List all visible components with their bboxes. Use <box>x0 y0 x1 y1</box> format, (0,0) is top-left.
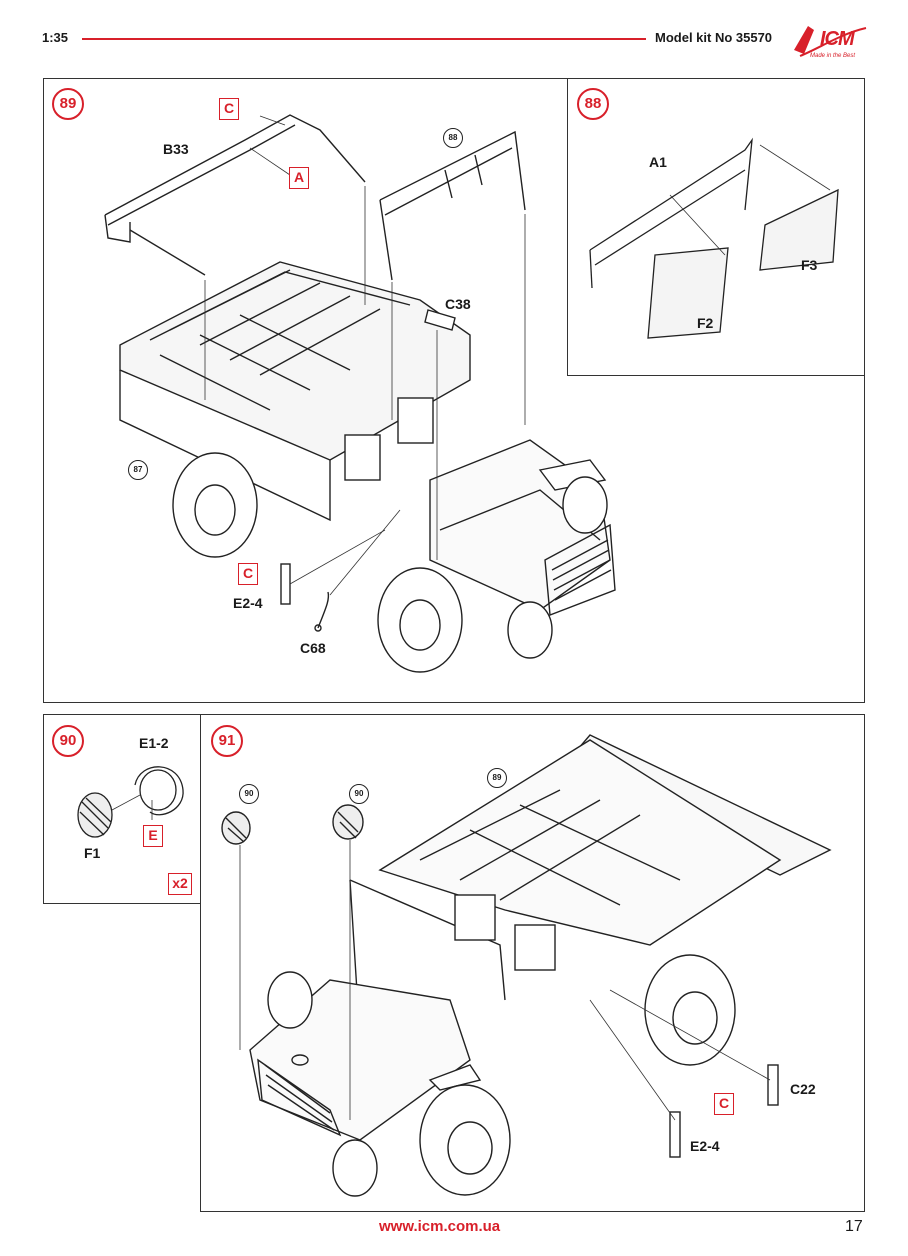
color-ref-box-e: E <box>143 825 163 847</box>
quantity-box-x2: x2 <box>168 873 192 895</box>
kit-number: Model kit No 35570 <box>655 30 773 45</box>
header-rule <box>82 38 646 40</box>
icm-logo: ICM Made in the Best <box>790 20 870 68</box>
part-label-e1-2: E1-2 <box>139 735 169 751</box>
ref-step-90-circle-left: 90 <box>239 784 259 804</box>
footer-website-link[interactable]: www.icm.com.ua <box>379 1218 501 1235</box>
color-ref-box-a: A <box>289 167 309 189</box>
part-label-e2-4-91: E2-4 <box>690 1138 720 1154</box>
vehicle-top-view-89 <box>104 114 616 673</box>
color-ref-box-c-91: C <box>714 1093 734 1115</box>
scale-label: 1:35 <box>42 30 69 45</box>
part-label-c38: C38 <box>445 296 471 312</box>
step-number-91: 91 <box>211 725 243 757</box>
ref-step-87-circle: 87 <box>128 460 148 480</box>
part-label-e2-4: E2-4 <box>233 595 263 611</box>
part-label-f2: F2 <box>697 315 714 331</box>
step-number-88: 88 <box>577 88 609 120</box>
step-number-90: 90 <box>52 725 84 757</box>
logo-tagline: Made in the Best <box>810 53 856 59</box>
color-ref-box-c-bottom: C <box>238 563 258 585</box>
ref-step-88-circle: 88 <box>443 128 463 148</box>
part-label-f3: F3 <box>801 257 818 273</box>
part-label-c68: C68 <box>300 640 326 656</box>
part-label-b33: B33 <box>163 141 189 157</box>
ref-step-90-circle-right: 90 <box>349 784 369 804</box>
part-label-a1: A1 <box>649 154 667 170</box>
part-label-f1: F1 <box>84 845 101 861</box>
ref-step-89-circle: 89 <box>487 768 507 788</box>
part-label-c22: C22 <box>790 1081 816 1097</box>
step-number-89: 89 <box>52 88 84 120</box>
color-ref-box-c-top: C <box>219 98 239 120</box>
page-number: 17 <box>845 1218 863 1235</box>
logo-text: ICM <box>820 28 855 50</box>
